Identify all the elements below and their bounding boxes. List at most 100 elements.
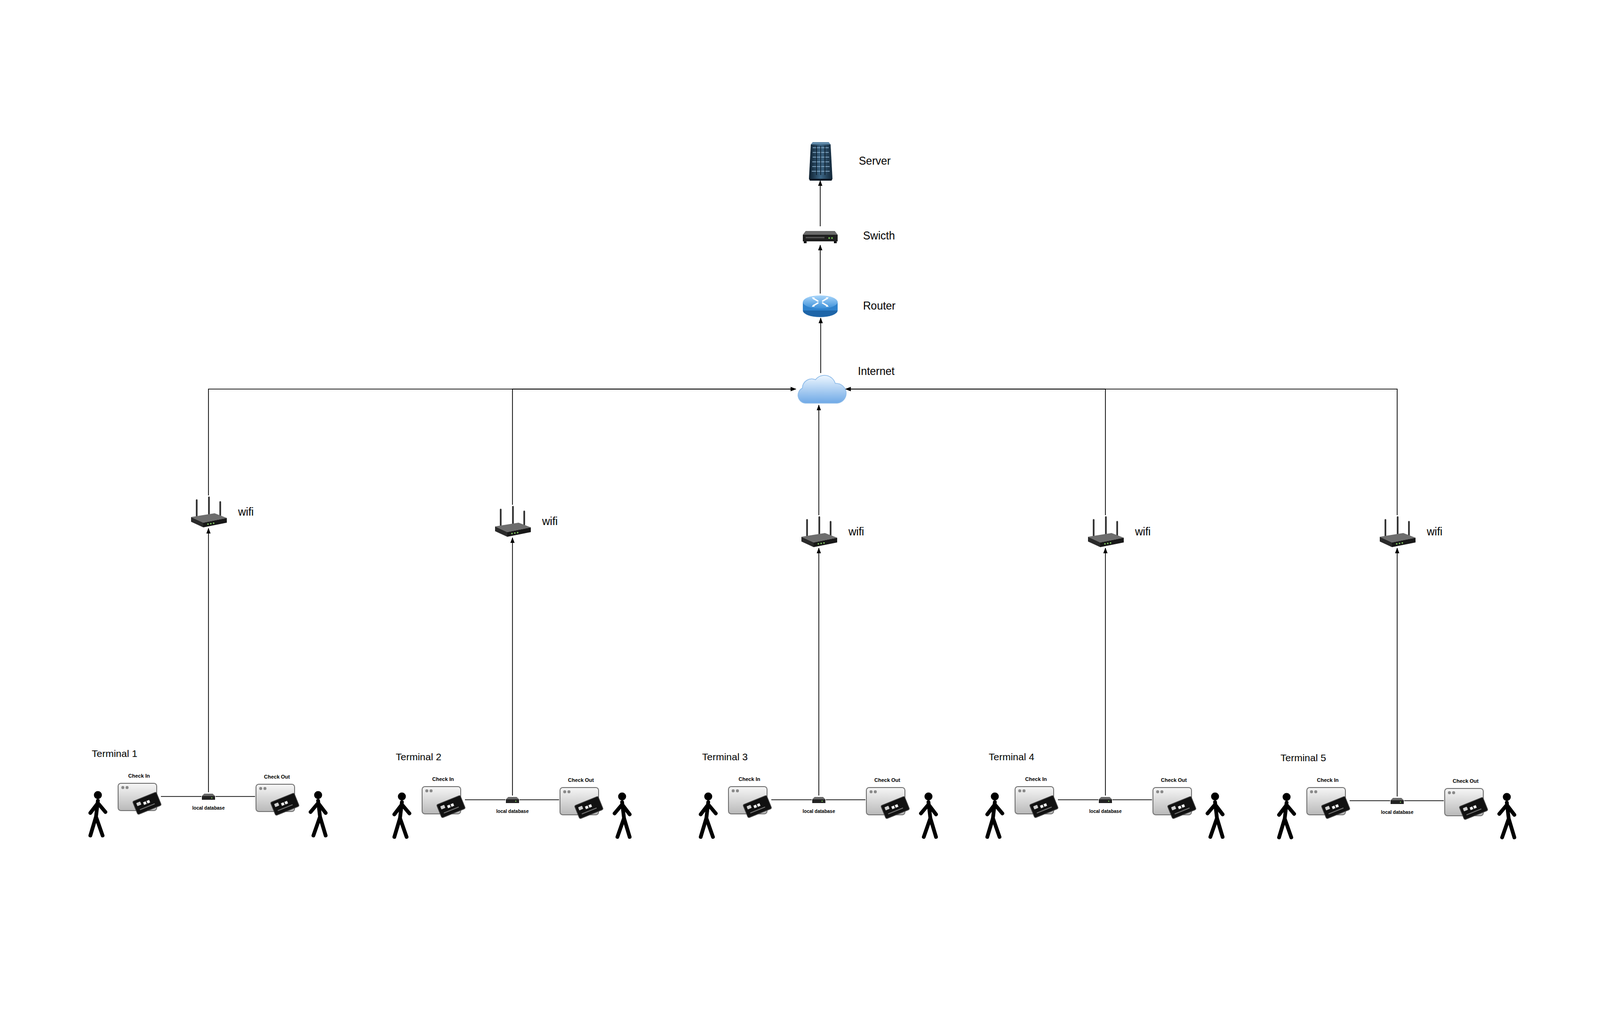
switch-icon: Swicth bbox=[801, 226, 839, 246]
person-figure bbox=[609, 792, 637, 840]
connector-line bbox=[512, 537, 513, 796]
local-database-node: local database bbox=[1390, 796, 1405, 806]
terminal-title-holder: Terminal 4 bbox=[988, 751, 1035, 763]
wifi-label: wifi bbox=[848, 525, 864, 538]
reader-label: Check In bbox=[1317, 777, 1339, 784]
person-figure bbox=[1494, 792, 1521, 840]
terminal-panel: Terminal 1 Check In local database Check Ou… bbox=[80, 742, 339, 863]
terminal-title: Terminal 4 bbox=[988, 751, 1035, 763]
local-database-node: local database bbox=[811, 795, 826, 805]
connector-line bbox=[819, 180, 821, 227]
connector-line bbox=[819, 245, 821, 294]
local-database-node-graphic bbox=[1098, 795, 1113, 805]
database-label-holder: local database bbox=[192, 803, 225, 812]
connector-line bbox=[818, 405, 820, 516]
local-database-node: local database bbox=[1098, 795, 1113, 805]
reader-label-holder: Check Out bbox=[1429, 776, 1502, 785]
router-label-holder: Router bbox=[863, 299, 896, 313]
card-reader: Check In bbox=[1305, 786, 1350, 819]
card-reader-graphic bbox=[559, 786, 603, 819]
database-label: local database bbox=[1381, 809, 1414, 816]
reader-label: Check Out bbox=[1160, 777, 1187, 784]
server-icon: Server bbox=[808, 141, 834, 181]
reader-label-holder: Check Out bbox=[1137, 775, 1210, 784]
terminal-panel: Terminal 4 Check In local database Check Ou… bbox=[977, 745, 1236, 863]
connector-line bbox=[512, 389, 796, 505]
card-reader: Check Out bbox=[1443, 787, 1488, 820]
terminal-panel: Terminal 2Check Inlocal databaseCheck Ou… bbox=[384, 745, 643, 863]
database-label: local database bbox=[1089, 808, 1122, 815]
wifi-access-point-graphic bbox=[1086, 515, 1125, 549]
switch-label: Swicth bbox=[863, 229, 896, 242]
terminal-title: Terminal 2 bbox=[395, 751, 442, 763]
card-reader-graphic bbox=[117, 782, 161, 815]
wifi-label: wifi bbox=[542, 515, 558, 528]
terminal-title-holder: Terminal 2 bbox=[395, 751, 442, 763]
terminal-title-holder: Terminal 1 bbox=[91, 748, 138, 760]
wifi-label-holder: wifi bbox=[1426, 525, 1443, 539]
connector-line bbox=[464, 799, 506, 801]
card-reader-graphic bbox=[727, 785, 772, 818]
connector-line bbox=[845, 389, 1398, 516]
internet-cloud-graphic bbox=[795, 373, 846, 406]
card-reader-graphic bbox=[1305, 786, 1350, 819]
wifi-label-holder: wifi bbox=[1135, 525, 1151, 539]
wifi-label: wifi bbox=[238, 505, 254, 519]
connector-line bbox=[1404, 800, 1444, 802]
connector-line bbox=[519, 799, 560, 801]
database-label-holder: local database bbox=[1089, 806, 1122, 816]
connector-line bbox=[208, 389, 796, 496]
card-reader-graphic bbox=[255, 783, 299, 816]
router-icon: Router bbox=[801, 293, 839, 319]
person-figure bbox=[694, 792, 721, 840]
card-reader: Check In bbox=[421, 785, 465, 818]
reader-label-holder: Check Out bbox=[851, 775, 924, 784]
wifi-access-point-graphic bbox=[799, 515, 839, 549]
reader-label-holder: Check In bbox=[407, 774, 480, 784]
card-reader: Check Out bbox=[1152, 786, 1196, 819]
connector-line bbox=[845, 389, 1106, 516]
terminal-panel: Terminal 5 Check In local database Check Ou… bbox=[1269, 746, 1528, 863]
card-reader-graphic bbox=[1152, 786, 1196, 819]
connector-line bbox=[825, 799, 866, 801]
reader-label: Check Out bbox=[874, 777, 901, 784]
internet-label: Internet bbox=[857, 365, 895, 378]
local-database-node-graphic bbox=[505, 795, 520, 805]
internet-label-holder: Internet bbox=[857, 365, 895, 378]
terminal-title: Terminal 3 bbox=[702, 751, 748, 763]
reader-label-holder: Check Out bbox=[240, 772, 313, 781]
wifi-access-point: wifi bbox=[1377, 515, 1417, 549]
card-reader: Check In bbox=[117, 782, 161, 815]
person-figure bbox=[916, 792, 943, 840]
terminal-title-holder: Terminal 5 bbox=[1280, 752, 1327, 764]
reader-label: Check Out bbox=[264, 774, 290, 780]
reader-label: Check In bbox=[1025, 776, 1048, 783]
server-label-holder: Server bbox=[858, 154, 891, 168]
card-reader: Check Out bbox=[255, 783, 299, 816]
wifi-label-holder: wifi bbox=[848, 525, 864, 539]
wifi-access-point-graphic bbox=[189, 495, 228, 529]
connector-line bbox=[818, 548, 820, 796]
connector-line bbox=[160, 796, 202, 798]
person-figure bbox=[387, 792, 415, 840]
wifi-label: wifi bbox=[1426, 525, 1443, 538]
database-label-holder: local database bbox=[496, 806, 529, 816]
card-reader: Check Out bbox=[865, 786, 910, 819]
card-reader-graphic bbox=[421, 785, 465, 818]
connector-line bbox=[215, 796, 256, 798]
wifi-label-holder: wifi bbox=[238, 505, 254, 519]
local-database-node-graphic bbox=[811, 795, 826, 805]
connector-line bbox=[208, 528, 209, 793]
card-reader: Check In bbox=[1014, 785, 1058, 818]
reader-label-holder: Check In bbox=[103, 771, 176, 780]
server-label: Server bbox=[858, 154, 891, 168]
switch-label-holder: Swicth bbox=[863, 229, 896, 243]
connector-line bbox=[771, 799, 812, 801]
reader-label: Check In bbox=[128, 773, 151, 779]
wifi-access-point-graphic bbox=[1377, 515, 1417, 549]
local-database-node: local database bbox=[505, 795, 520, 805]
database-label-holder: local database bbox=[1381, 807, 1414, 816]
person-figure bbox=[1272, 792, 1299, 840]
connector-line bbox=[1057, 799, 1099, 801]
reader-label-holder: Check In bbox=[713, 774, 786, 784]
